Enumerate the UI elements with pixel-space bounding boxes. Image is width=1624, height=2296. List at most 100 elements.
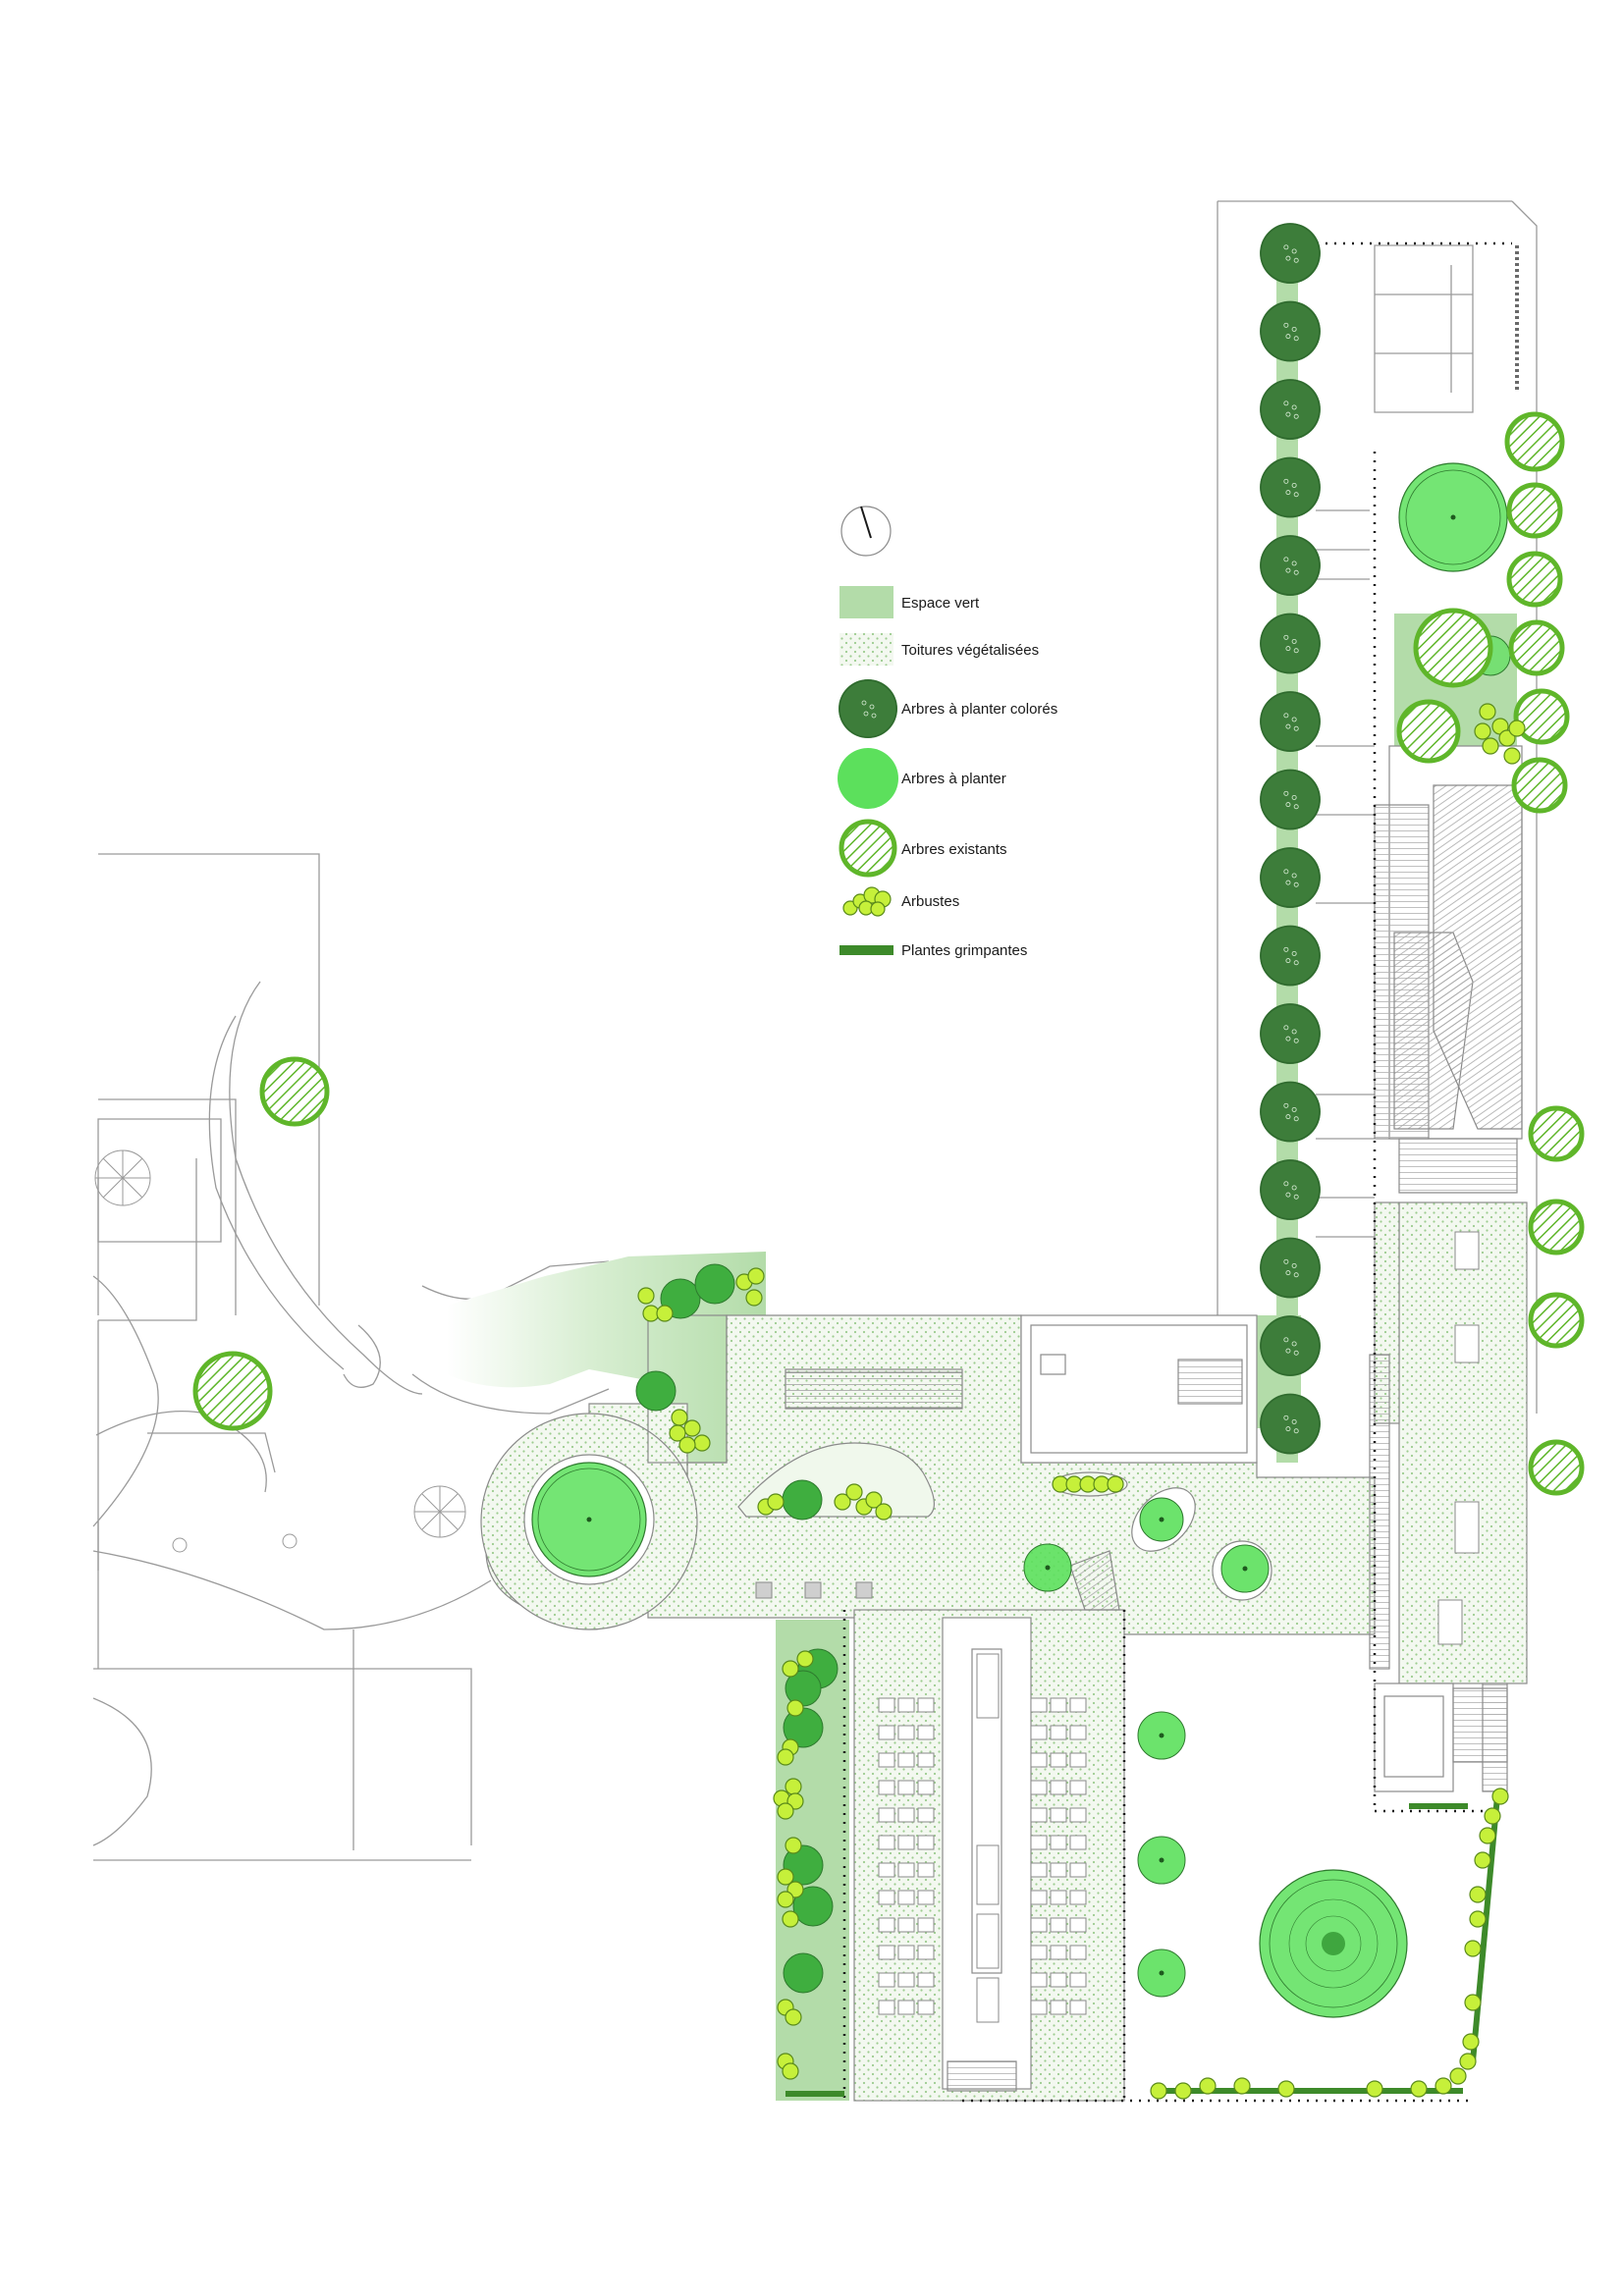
shrub	[875, 1503, 893, 1521]
window	[1030, 2000, 1048, 2015]
window	[878, 1780, 895, 1795]
shrub	[1464, 1994, 1482, 2011]
legend-label-arbustes: Arbustes	[901, 893, 959, 910]
existing-tree	[1413, 608, 1493, 688]
window	[917, 1725, 935, 1740]
rotunda	[172, 1485, 466, 1553]
window	[917, 1945, 935, 1960]
window	[897, 1780, 915, 1795]
shrub	[671, 1409, 688, 1426]
shrub	[1199, 2077, 1217, 2095]
shrub	[1449, 2067, 1467, 2085]
shrub	[1491, 1788, 1509, 1805]
shrub	[745, 1289, 763, 1307]
existing-tree	[1513, 688, 1570, 745]
alley-tree	[1259, 690, 1322, 753]
window	[1050, 1697, 1067, 1713]
window	[878, 1725, 895, 1740]
shrub	[785, 1778, 802, 1795]
window	[917, 1835, 935, 1850]
legend-swatch-arbres-planter	[838, 748, 898, 809]
window	[1030, 1697, 1048, 1713]
shrub	[1484, 1807, 1501, 1825]
legend-swatch-arbustes	[842, 886, 892, 917]
legend-swatch-arbres-colores	[838, 678, 898, 739]
window	[1050, 1862, 1067, 1878]
alley-tree	[1259, 455, 1322, 519]
window	[1069, 1890, 1087, 1905]
shrub	[767, 1493, 785, 1511]
existing-tree	[1506, 551, 1563, 608]
shrub	[1464, 1940, 1482, 1957]
window	[878, 1752, 895, 1768]
window	[1030, 1725, 1048, 1740]
window	[897, 1697, 915, 1713]
shrub	[1469, 1886, 1487, 1903]
window	[897, 1945, 915, 1960]
window	[878, 1890, 895, 1905]
shrub	[1469, 1910, 1487, 1928]
shrub	[683, 1419, 701, 1437]
alley-tree	[1259, 299, 1322, 363]
shrub	[865, 1491, 883, 1509]
window	[1050, 1835, 1067, 1850]
building-cores	[647, 745, 1523, 2092]
existing-tree	[1528, 1292, 1585, 1349]
window	[917, 1752, 935, 1768]
alley-tree	[1259, 924, 1322, 988]
legend-label-arbres-planter: Arbres à planter	[901, 771, 1006, 787]
window	[897, 1917, 915, 1933]
shrub	[782, 1910, 799, 1928]
existing-tree	[1508, 619, 1565, 676]
window	[1069, 1835, 1087, 1850]
shrub	[1174, 2082, 1192, 2100]
shrubs	[637, 703, 1526, 2100]
window	[1050, 1917, 1067, 1933]
shrub	[678, 1436, 696, 1454]
window	[897, 1862, 915, 1878]
window	[1030, 1972, 1048, 1988]
legend-label-plantes-grimpantes: Plantes grimpantes	[901, 942, 1027, 959]
window	[1069, 1752, 1087, 1768]
existing-tree	[1504, 411, 1565, 472]
window	[917, 1697, 935, 1713]
shrub	[1435, 2077, 1452, 2095]
alley-tree	[1259, 1392, 1322, 1456]
north-arrow-icon	[840, 506, 892, 557]
roof-details	[755, 1231, 1480, 2023]
window	[878, 1972, 895, 1988]
window	[1050, 1725, 1067, 1740]
window	[897, 1890, 915, 1905]
window	[917, 1890, 935, 1905]
existing-tree	[1511, 757, 1568, 814]
shrub	[693, 1434, 711, 1452]
window	[917, 2000, 935, 2015]
alley-tree	[1259, 612, 1322, 675]
shrub	[669, 1424, 686, 1442]
window	[897, 2000, 915, 2015]
window	[917, 1862, 935, 1878]
window	[878, 1862, 895, 1878]
window	[1069, 1697, 1087, 1713]
shrub	[1479, 1827, 1496, 1844]
shrub	[782, 2062, 799, 2080]
window	[1030, 1862, 1048, 1878]
alley-tree	[1259, 1158, 1322, 1221]
window	[897, 1725, 915, 1740]
window	[1050, 1752, 1067, 1768]
window	[878, 1945, 895, 1960]
window	[1069, 1917, 1087, 1933]
shrub	[1474, 1851, 1491, 1869]
legend-label-arbres-existants: Arbres existants	[901, 841, 1007, 858]
window	[897, 1835, 915, 1850]
shrub	[1474, 722, 1491, 740]
shrub	[1462, 2033, 1480, 2051]
window	[1030, 1835, 1048, 1850]
alley-tree	[1259, 1314, 1322, 1377]
alley-tree	[1259, 1080, 1322, 1144]
shrub	[1479, 703, 1496, 721]
existing-tree	[1528, 1439, 1585, 1496]
window	[1069, 2000, 1087, 2015]
existing-trees	[192, 411, 1585, 1496]
window	[1069, 1780, 1087, 1795]
